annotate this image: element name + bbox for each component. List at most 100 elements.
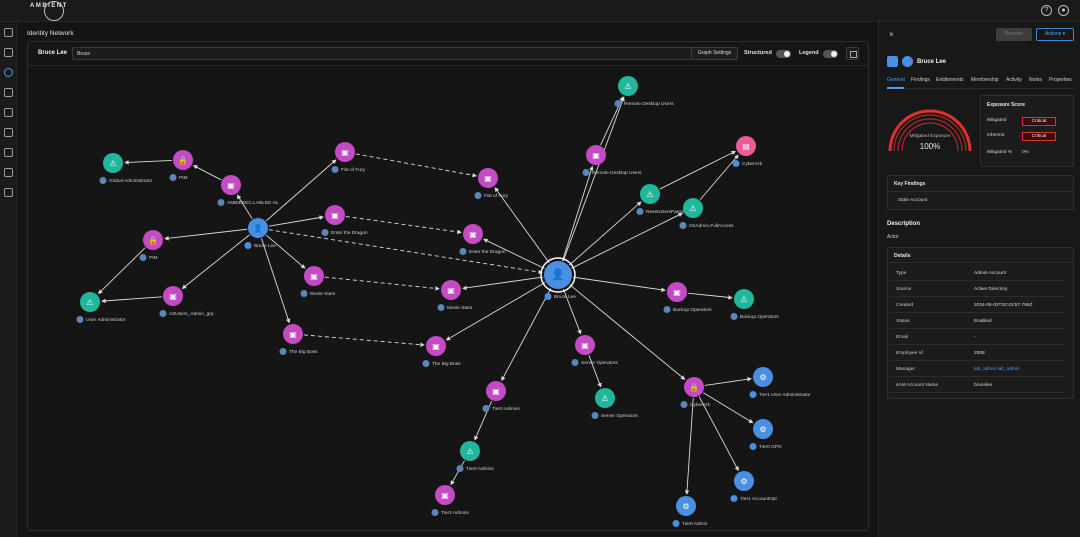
node-circle[interactable]: [283, 324, 303, 344]
node-circle[interactable]: [683, 198, 703, 218]
graph-node[interactable]: ⚙Tier0 Admin: [672, 496, 708, 527]
node-circle[interactable]: [80, 292, 100, 312]
graph-node[interactable]: ▣Tier0 Admins: [482, 381, 521, 412]
tab-findings[interactable]: Findings: [911, 77, 930, 83]
graph-node[interactable]: ⚠Remote Desktop Users: [614, 76, 675, 107]
inherent-label: Inherent: [987, 133, 1005, 138]
node-circle[interactable]: [486, 381, 506, 401]
calendar-icon[interactable]: [4, 168, 13, 177]
graph-node[interactable]: ⚠User Administrator: [76, 292, 126, 323]
node-circle[interactable]: [248, 218, 268, 238]
node-circle[interactable]: [667, 282, 687, 302]
graph-node[interactable]: ⚙Tier0 GPO: [749, 419, 783, 450]
dashboard-icon[interactable]: [4, 28, 13, 37]
node-circle[interactable]: [753, 419, 773, 439]
graph-node[interactable]: ⚙Tier1 AccountOpr: [730, 471, 778, 502]
graph-node[interactable]: 🔒PIM: [169, 150, 194, 181]
close-icon[interactable]: ×: [889, 30, 894, 39]
graph-node[interactable]: ⚠Server Operators: [591, 388, 639, 419]
actions-button[interactable]: Actions ▾: [1036, 28, 1074, 41]
node-circle[interactable]: [435, 485, 455, 505]
hierarchy-icon[interactable]: [4, 148, 13, 157]
detail-link[interactable]: lab_admin lab_admin: [974, 367, 1020, 372]
graph-node[interactable]: ⚠Global Administrator: [99, 153, 153, 184]
settings-icon[interactable]: [4, 188, 13, 197]
node-circle[interactable]: [478, 168, 498, 188]
graph-node[interactable]: ▣Enter the Dragon: [321, 205, 368, 236]
node-circle[interactable]: [103, 153, 123, 173]
node-circle[interactable]: [335, 142, 355, 162]
node-circle[interactable]: [163, 286, 183, 306]
legend-toggle[interactable]: [823, 50, 838, 58]
node-circle[interactable]: [734, 289, 754, 309]
fit-view-icon[interactable]: [846, 47, 859, 60]
node-circle[interactable]: [463, 224, 483, 244]
tab-membership[interactable]: Membership: [971, 77, 999, 83]
graph-node[interactable]: ▣Fist of Fury: [331, 142, 366, 173]
graph-node[interactable]: ▣Backup Operators: [663, 282, 713, 313]
structured-toggle[interactable]: [776, 50, 791, 58]
graph-node[interactable]: ⚠Backup Operators: [730, 289, 780, 320]
node-circle[interactable]: [221, 175, 241, 195]
structured-label: Structured: [744, 50, 772, 56]
graph-node[interactable]: 👤Bruce Lee: [540, 257, 576, 300]
graph-node[interactable]: ▣Remote Desktop Users: [582, 145, 643, 176]
shield-icon[interactable]: [4, 48, 13, 57]
tab-properties[interactable]: Properties: [1049, 77, 1072, 83]
node-circle[interactable]: [734, 471, 754, 491]
tab-general[interactable]: General: [887, 77, 905, 83]
tab-activity[interactable]: Activity: [1006, 77, 1022, 83]
graph-node[interactable]: 🔒PIM: [139, 230, 164, 261]
graph-node[interactable]: 👤Bruce Lee: [244, 218, 277, 249]
node-circle[interactable]: [640, 184, 660, 204]
graph-node[interactable]: ▣Tier2 Admins: [431, 485, 470, 516]
node-circle[interactable]: [544, 261, 572, 289]
node-circle[interactable]: [618, 76, 638, 96]
graph-node[interactable]: ▣Movie Stars: [437, 280, 473, 311]
node-circle[interactable]: [460, 441, 480, 461]
user-icon[interactable]: [4, 88, 13, 97]
node-circle[interactable]: [441, 280, 461, 300]
graph-node[interactable]: ▣Enter the Dragon: [459, 224, 506, 255]
tab-entitlements[interactable]: Entitlements: [936, 77, 964, 83]
identity-graph[interactable]: 👤Bruce Lee 👤Bruce Lee ⚠Global Administrato…: [28, 42, 868, 530]
node-circle[interactable]: [143, 230, 163, 250]
graph-node[interactable]: ⚠Tier0 Admins: [456, 441, 495, 472]
graph-node[interactable]: ▣Server Operators: [571, 335, 619, 366]
graph-node[interactable]: ▣AMBIESEC.LABLEE-AL: [217, 175, 280, 206]
finding-item[interactable]: Stale Account: [898, 198, 928, 203]
source-badge-icon: [680, 401, 688, 408]
graph-edge: [101, 296, 163, 304]
graph-node[interactable]: ▣Fist of Fury: [474, 168, 509, 199]
graph-node[interactable]: 🔒CyberArk: [680, 377, 711, 408]
node-circle[interactable]: [426, 336, 446, 356]
graph-node[interactable]: ▣AZUsers_Admin_grp: [159, 286, 214, 317]
graph-node[interactable]: ▤CyberArk: [732, 136, 763, 167]
graph-node[interactable]: ⚠ResetUsersPasswords: [636, 184, 696, 215]
graph-node[interactable]: ▣The Big Boss: [422, 336, 462, 367]
graph-edge: [571, 212, 683, 269]
warning-icon[interactable]: [4, 128, 13, 137]
node-circle[interactable]: [595, 388, 615, 408]
node-circle[interactable]: [684, 377, 704, 397]
node-circle[interactable]: [586, 145, 606, 165]
node-circle[interactable]: [753, 367, 773, 387]
account-icon[interactable]: ●: [1058, 5, 1069, 16]
node-circle[interactable]: [736, 136, 756, 156]
graph-node[interactable]: ⚙Tier1 User Administrator: [749, 367, 811, 398]
graph-node[interactable]: ▣The Big Boss: [279, 324, 319, 355]
resolve-button[interactable]: Resolve: [996, 28, 1032, 41]
node-circle[interactable]: [173, 150, 193, 170]
node-circle[interactable]: [304, 266, 324, 286]
graph-node[interactable]: ⚠OnAdmin.FullAccess: [679, 198, 735, 229]
graph-node[interactable]: ▣Movie Stars: [300, 266, 336, 297]
app-logo[interactable]: AMBIENT: [30, 3, 68, 9]
compass-icon[interactable]: [4, 68, 13, 77]
node-circle[interactable]: [575, 335, 595, 355]
tab-notes[interactable]: Notes: [1029, 77, 1043, 83]
users-icon[interactable]: [4, 108, 13, 117]
node-circle[interactable]: [325, 205, 345, 225]
node-circle[interactable]: [676, 496, 696, 516]
help-icon[interactable]: ?: [1041, 5, 1052, 16]
graph-settings-button[interactable]: Graph Settings: [691, 47, 738, 60]
